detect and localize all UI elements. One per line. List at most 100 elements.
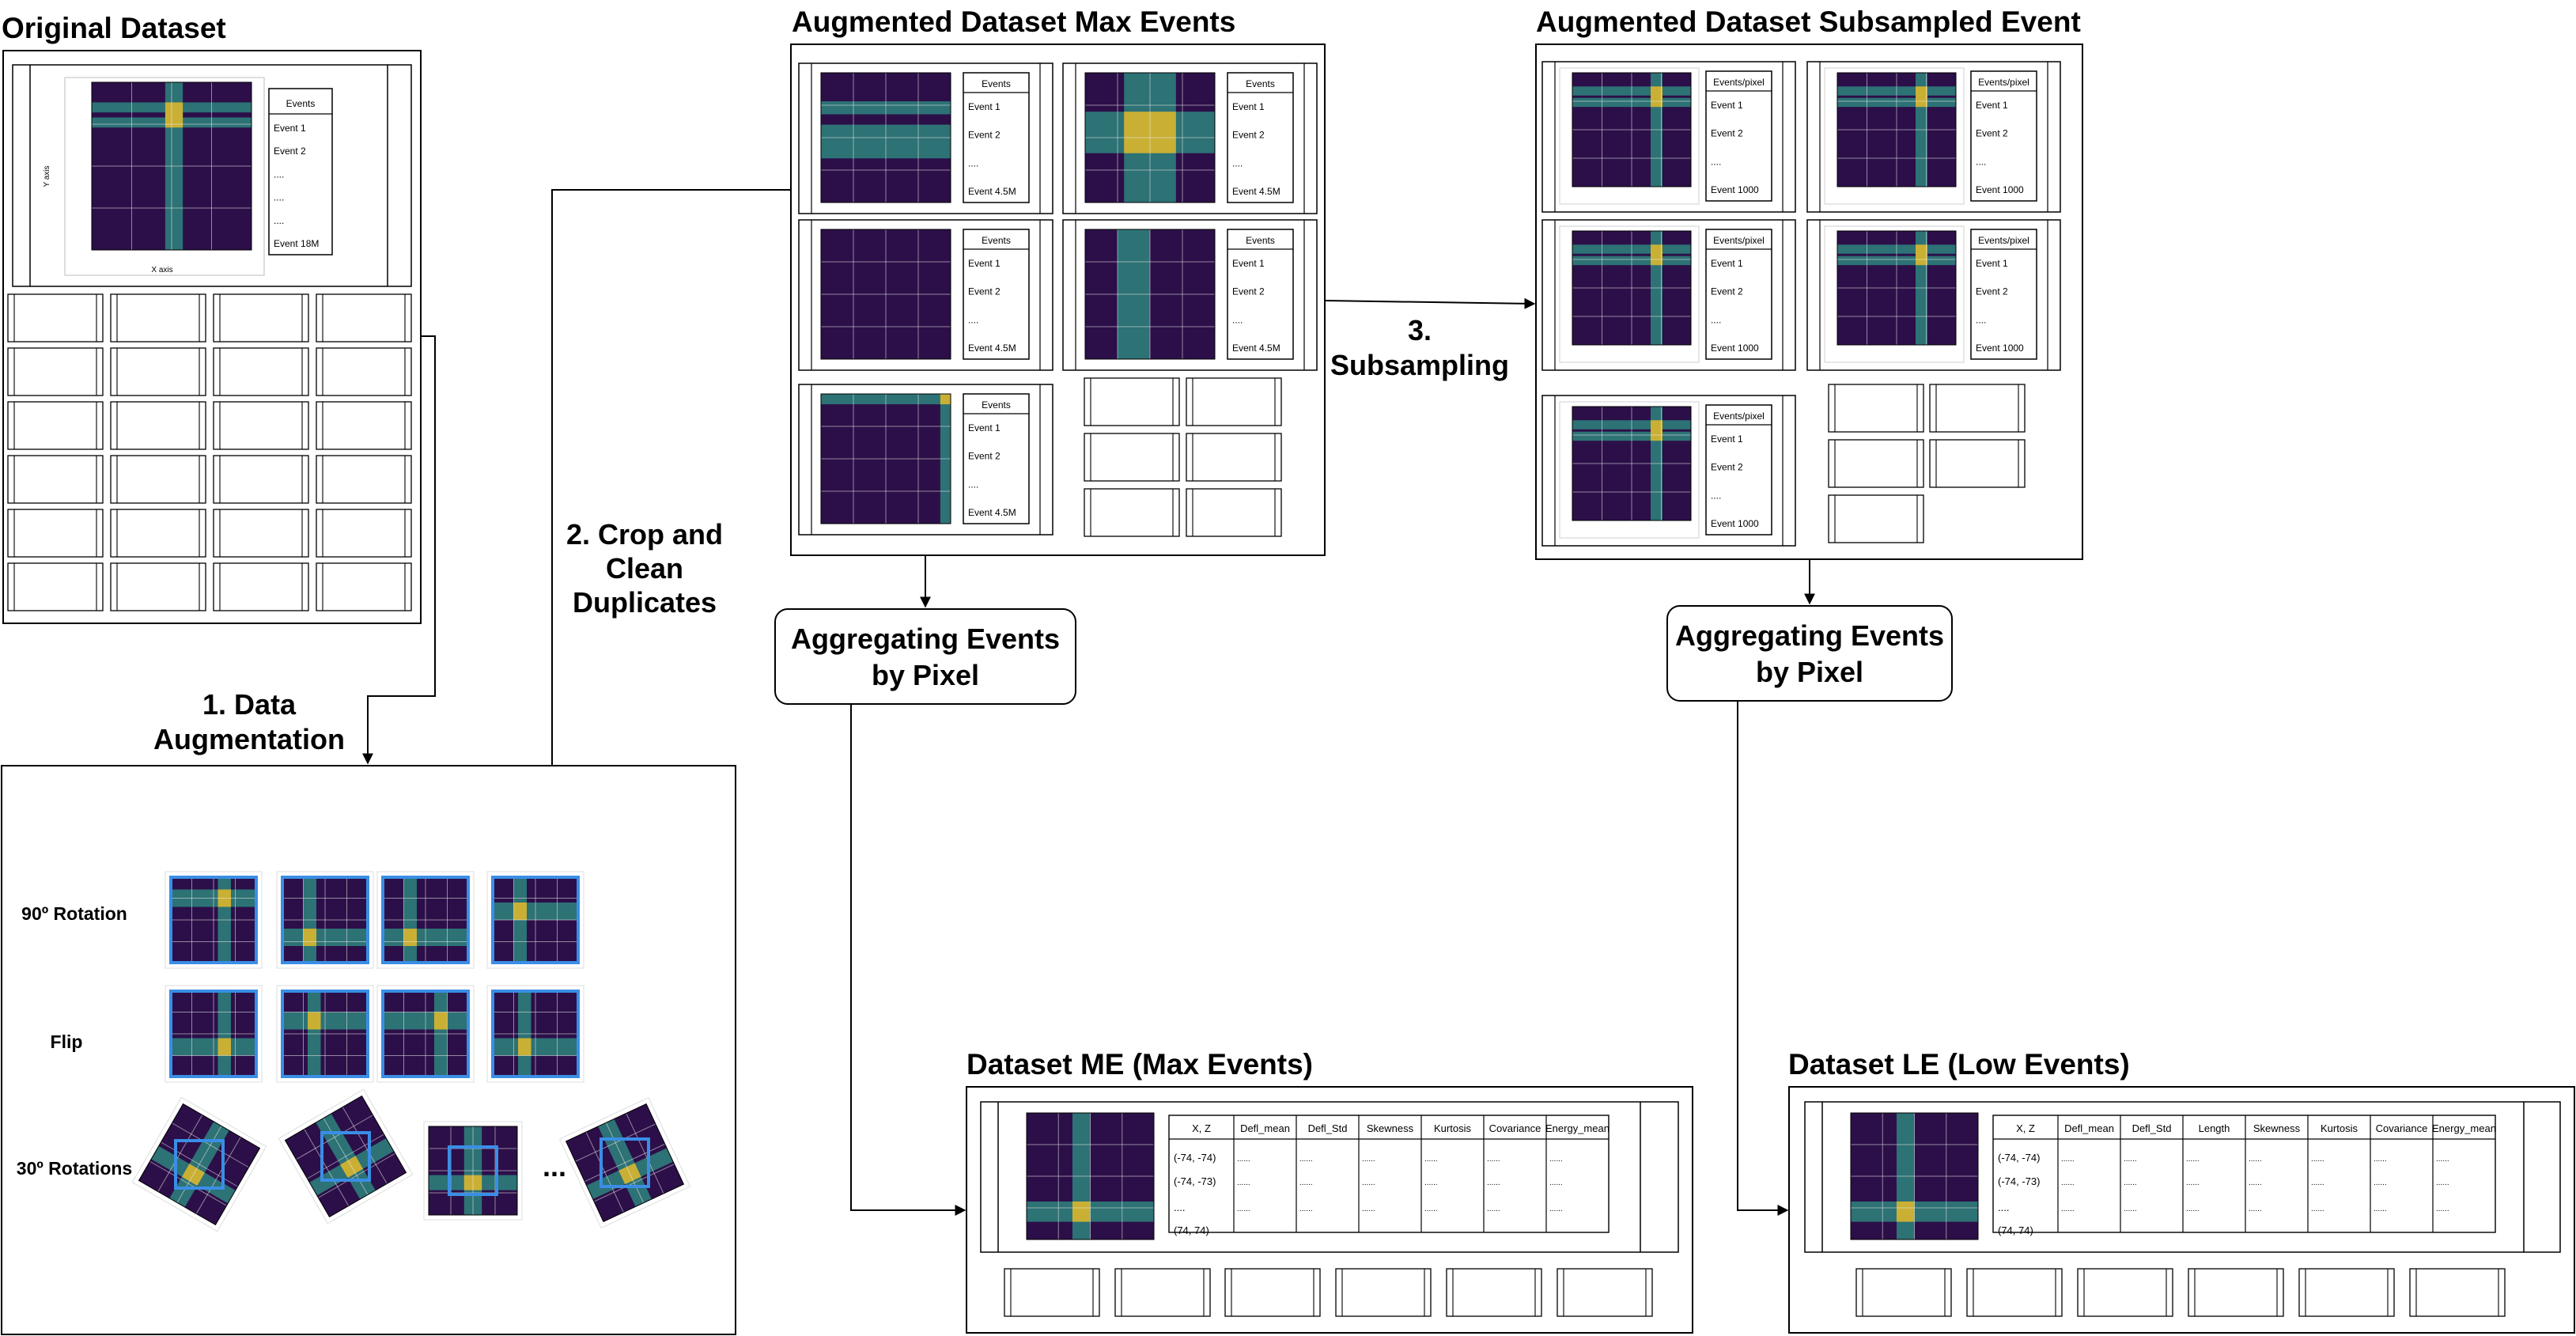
table-row-label: (-74, -74): [1998, 1152, 2040, 1164]
events-list-item: ....: [274, 168, 284, 180]
table-cell-placeholder: ......: [2061, 1205, 2075, 1213]
empty-card: [2409, 1268, 2506, 1317]
table-header-cell: Skewness: [2253, 1122, 2301, 1134]
table-cell-placeholder: ......: [1424, 1179, 1438, 1187]
heatmap: [1836, 72, 1957, 187]
events-list-item: Event 2: [1711, 128, 1743, 139]
augmented-tile: [165, 985, 263, 1083]
events-list-item: Event 2: [1711, 462, 1743, 473]
aug-ellipsis: ...: [543, 1150, 566, 1183]
events-list-item: Event 2: [1232, 130, 1265, 141]
events-list-item: Event 2: [968, 130, 1001, 141]
events-list-item: Event 2: [1232, 286, 1265, 297]
augmented-tile: [276, 871, 374, 969]
table-cell-placeholder: ......: [2186, 1179, 2200, 1187]
events-list-header: Events/pixel: [1978, 235, 2029, 246]
empty-card: [1186, 377, 1282, 426]
table-row-label: (74, 74): [1174, 1224, 1209, 1236]
augmented-tile: [276, 985, 374, 1083]
empty-card: [7, 509, 104, 558]
events-list-item: ....: [1976, 156, 1986, 167]
original-ylabel: Y axis: [43, 165, 51, 187]
dataset-me-title: Dataset ME (Max Events): [966, 1048, 1313, 1081]
table-header-cell: Defl_mean: [1240, 1122, 1290, 1134]
empty-card: [213, 455, 309, 504]
table-header-cell: Kurtosis: [1434, 1122, 1471, 1134]
events-list-item: Event 2: [274, 146, 306, 157]
empty-card: [7, 455, 104, 504]
events-list-header: Events/pixel: [1978, 77, 2029, 88]
table-row-label: (-74, -73): [1174, 1175, 1216, 1187]
heatmap: [1850, 1112, 1979, 1240]
subsampled-title: Augmented Dataset Subsampled Event: [1536, 6, 2081, 38]
empty-card: [213, 293, 309, 343]
table-header-cell: Skewness: [1367, 1122, 1414, 1134]
augmented-tile: [486, 985, 584, 1083]
arrow-augmentation-to-max: [551, 189, 791, 766]
events-list-item: Event 1: [1976, 100, 2008, 111]
heatmap: [381, 876, 470, 964]
heatmap: [281, 990, 369, 1078]
events-list-header: Events: [1246, 235, 1275, 246]
events-list-item: ....: [1232, 314, 1243, 325]
table-header-cell: Defl_Std: [2132, 1122, 2172, 1134]
rotated-tile: [131, 1096, 267, 1232]
empty-card: [7, 562, 104, 611]
table-cell-placeholder: ......: [2061, 1179, 2075, 1187]
table-cell-placeholder: ......: [2374, 1155, 2387, 1164]
arrow-aggregate-to-me: [850, 704, 966, 1216]
table-header-cell: X, Z: [1192, 1122, 1211, 1134]
table-header-cell: Kurtosis: [2321, 1122, 2358, 1134]
table-cell-placeholder: ......: [1549, 1179, 1563, 1187]
empty-card: [110, 347, 206, 396]
events-list-item: Event 1: [1976, 258, 2008, 269]
empty-card: [213, 562, 309, 611]
events-list-item: Event 1: [1232, 258, 1265, 269]
table-cell-placeholder: ......: [1299, 1155, 1313, 1164]
empty-card: [110, 455, 206, 504]
table-cell-placeholder: ......: [2311, 1179, 2324, 1187]
events-list-item: Event 2: [1711, 286, 1743, 297]
events-list-item: Event 1: [1711, 258, 1743, 269]
events-list-item: Event 1: [274, 123, 306, 134]
events-list-item: Event 4.5M: [1232, 343, 1280, 354]
table-header-cell: X, Z: [2016, 1122, 2035, 1134]
events-list-item: Event 1000: [1711, 184, 1759, 195]
empty-card: [213, 347, 309, 396]
events-list-item: ....: [1711, 314, 1721, 325]
empty-card: [1557, 1268, 1653, 1317]
empty-card: [316, 401, 412, 450]
table-cell-placeholder: ......: [1487, 1179, 1500, 1187]
events-list-item: ....: [274, 192, 284, 203]
empty-card: [1114, 1268, 1211, 1317]
heatmap: [284, 1095, 407, 1218]
events-list-header: Events/pixel: [1713, 411, 1765, 422]
events-list-item: ....: [1976, 314, 1986, 325]
empty-card: [1966, 1268, 2063, 1317]
table-header-cell: Energy_mean: [1545, 1122, 1610, 1134]
heatmap: [1836, 230, 1957, 346]
heatmap: [491, 876, 580, 964]
empty-card: [1186, 433, 1282, 482]
empty-card: [2188, 1268, 2284, 1317]
table-header-cell: Energy_mean: [2432, 1122, 2496, 1134]
empty-card: [1084, 488, 1180, 537]
aggregate-left-line1: Aggregating Events: [791, 623, 1060, 655]
aggregate-right-line1: Aggregating Events: [1675, 619, 1944, 652]
empty-card: [110, 401, 206, 450]
arrow-original-to-augmentation: [362, 335, 436, 765]
table-row-label: ....: [1174, 1202, 1185, 1213]
empty-card: [1446, 1268, 1542, 1317]
